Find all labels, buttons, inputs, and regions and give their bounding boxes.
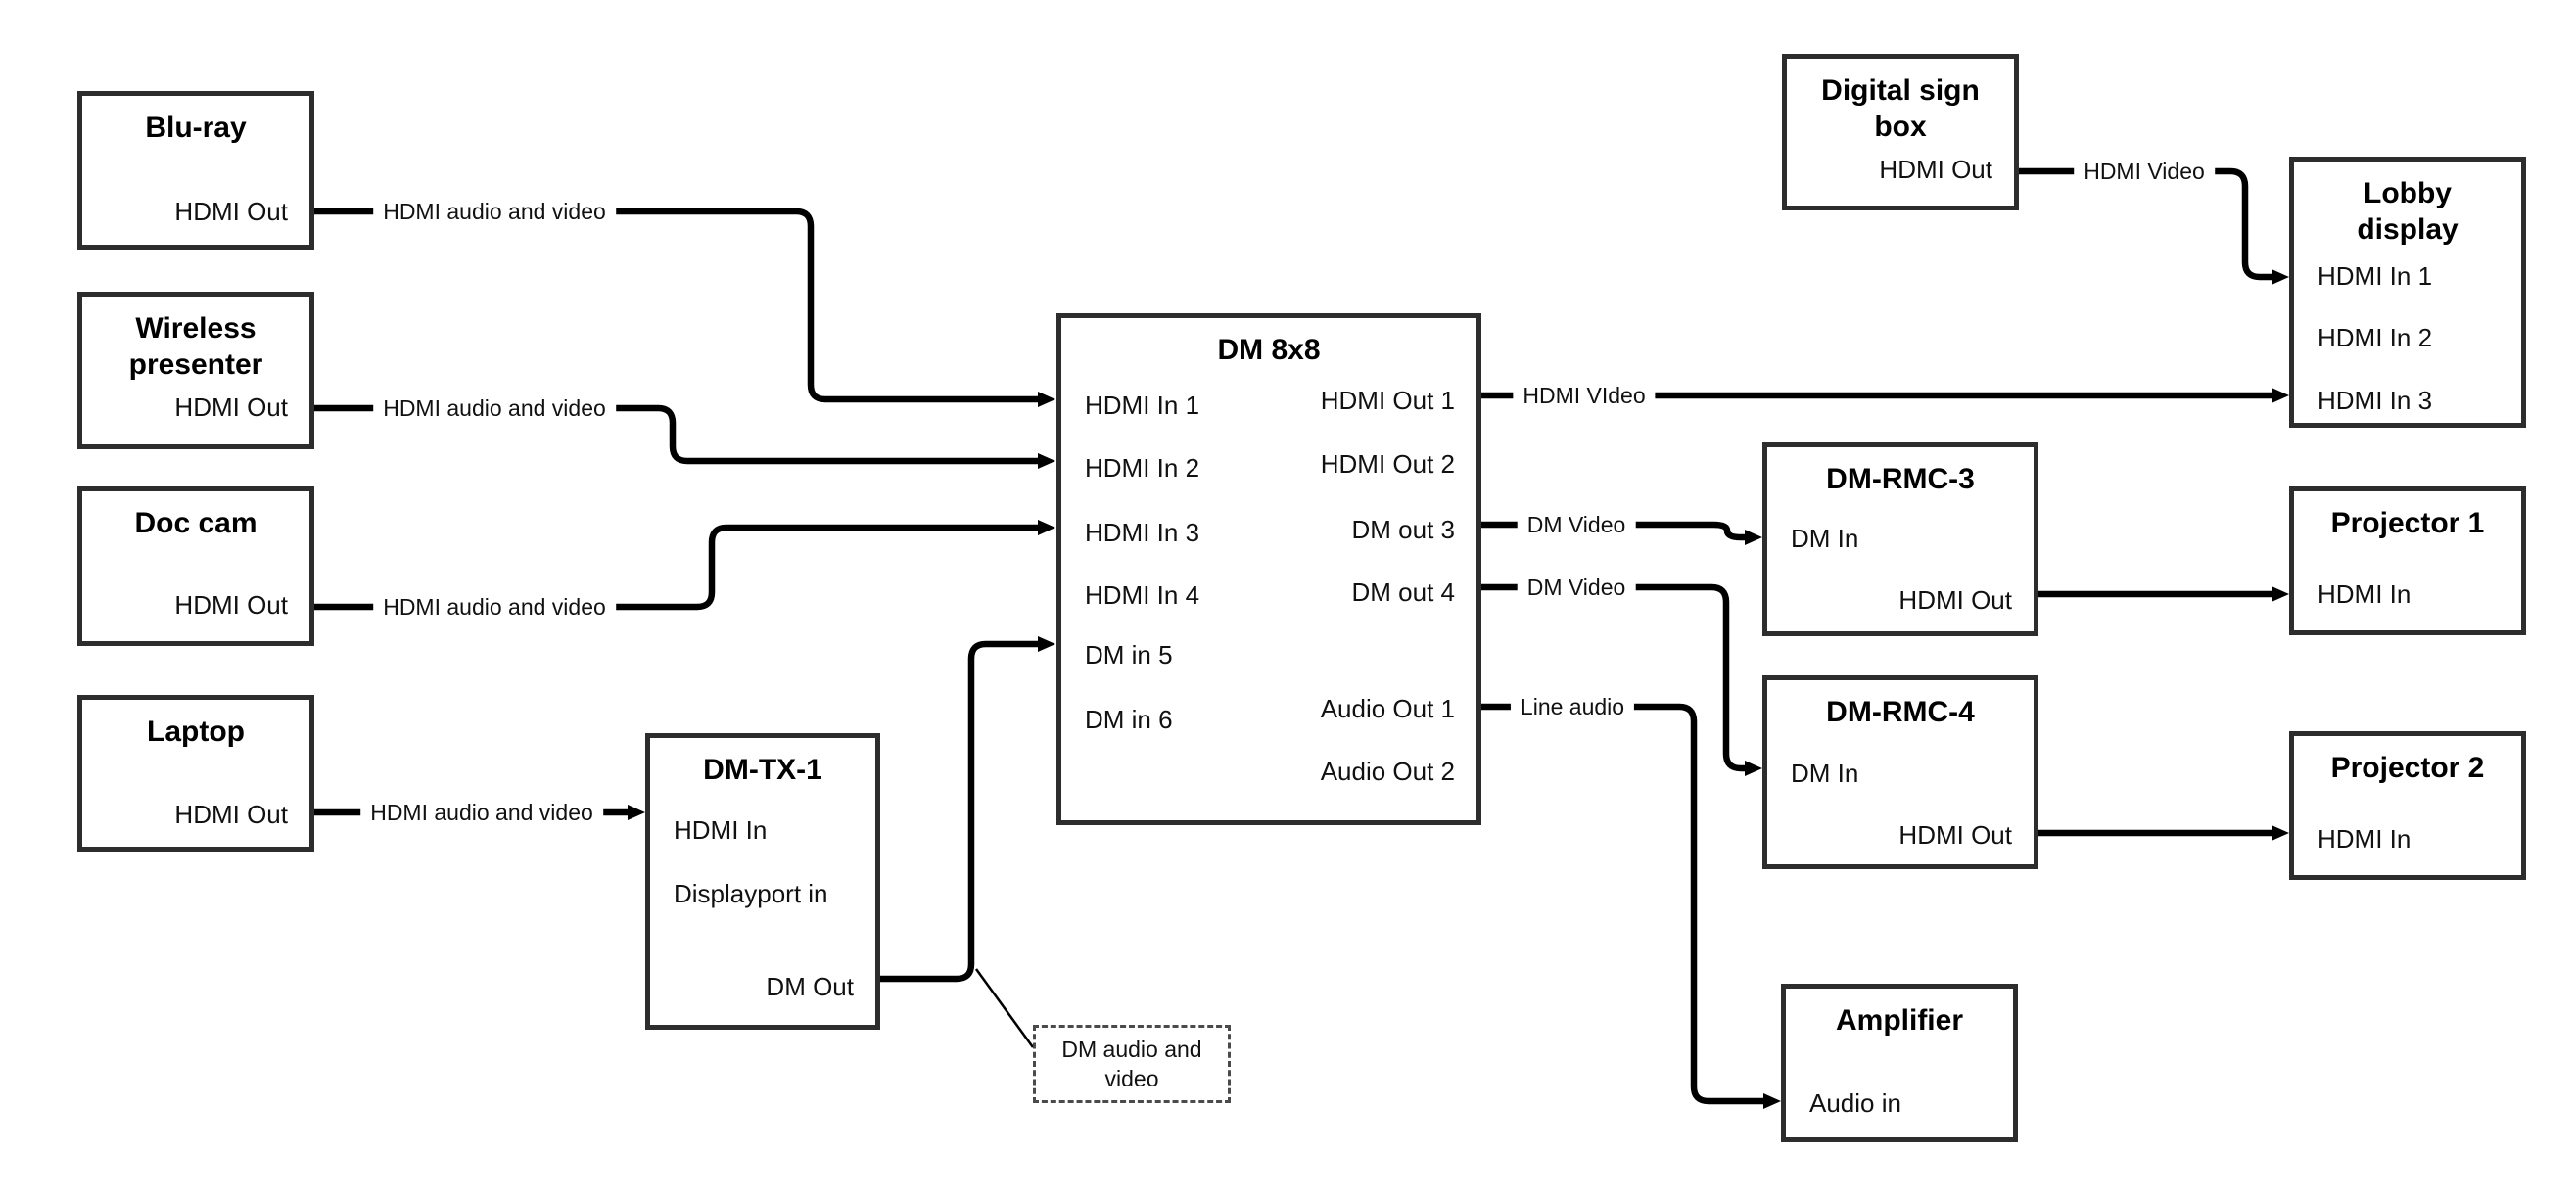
device-box-projector-2: Projector 2 HDMI In bbox=[2289, 731, 2526, 880]
connector-label-digital-sign-to-lobby-in1: HDMI Video bbox=[2074, 158, 2215, 185]
connector-label-blu-ray-to-dm8x8-in1: HDMI audio and video bbox=[373, 198, 616, 225]
port-doc-cam-hdmi-out: HDMI Out bbox=[174, 590, 288, 620]
port-dm-tx-1-dm-out: DM Out bbox=[766, 972, 854, 1001]
connector-label-dm8x8-out3-to-dmrmc3: DM Video bbox=[1517, 511, 1636, 538]
device-box-projector-1: Projector 1 HDMI In bbox=[2289, 486, 2526, 635]
port-lobby-display-hdmi-in-2: HDMI In 2 bbox=[2318, 323, 2433, 352]
port-dm-8x8-dm-in-5: DM in 5 bbox=[1085, 640, 1173, 670]
connector-blu-ray-to-dm8x8-in1 bbox=[314, 208, 1055, 407]
port-lobby-display-hdmi-in-1: HDMI In 1 bbox=[2318, 261, 2433, 291]
port-dm-8x8-dm-out-3: DM out 3 bbox=[1351, 515, 1456, 544]
connector-label-laptop-to-dmtx1: HDMI audio and video bbox=[360, 799, 603, 826]
connector-wireless-to-dm8x8-in2 bbox=[314, 404, 1055, 469]
connector-label-wireless-to-dm8x8-in2: HDMI audio and video bbox=[373, 394, 616, 422]
connector-label-dm8x8-out1-to-lobby-in3: HDMI VIdeo bbox=[1513, 382, 1656, 409]
port-blu-ray-hdmi-out: HDMI Out bbox=[174, 197, 288, 226]
port-dm-tx-1-hdmi-in: HDMI In bbox=[674, 815, 768, 845]
device-box-dm-rmc-4: DM-RMC-4 DM In HDMI Out bbox=[1762, 675, 2038, 869]
device-title-dm-rmc-4: DM-RMC-4 bbox=[1826, 696, 1975, 728]
device-title-doc-cam: Doc cam bbox=[134, 507, 258, 539]
device-title-dm-tx-1: DM-TX-1 bbox=[703, 754, 822, 786]
port-dm-8x8-hdmi-out-1: HDMI Out 1 bbox=[1320, 386, 1455, 415]
device-title-projector-2: Projector 2 bbox=[2330, 752, 2485, 784]
port-dm-rmc-4-hdmi-out: HDMI Out bbox=[1898, 820, 2012, 850]
device-title-dm-8x8: DM 8x8 bbox=[1217, 334, 1321, 366]
device-box-dm-rmc-3: DM-RMC-3 DM In HDMI Out bbox=[1762, 442, 2038, 636]
port-dm-rmc-3-dm-in: DM In bbox=[1791, 524, 1859, 553]
device-title-dm-rmc-3: DM-RMC-3 bbox=[1826, 463, 1975, 495]
port-wireless-presenter-hdmi-out: HDMI Out bbox=[174, 393, 288, 422]
port-projector-2-hdmi-in: HDMI In bbox=[2318, 824, 2412, 854]
connector-note-callout bbox=[974, 968, 1035, 1048]
device-title-amplifier: Amplifier bbox=[1835, 1004, 1964, 1037]
device-title-blu-ray: Blu-ray bbox=[145, 112, 247, 144]
connector-label-doc-cam-to-dm8x8-in3: HDMI audio and video bbox=[373, 593, 616, 621]
connector-label-dm8x8-out4-to-dmrmc4: DM Video bbox=[1517, 574, 1636, 601]
port-amplifier-audio-in: Audio in bbox=[1809, 1088, 1901, 1118]
port-dm-8x8-hdmi-in-3: HDMI In 3 bbox=[1085, 518, 1200, 547]
port-dm-tx-1-displayport-in: Displayport in bbox=[674, 879, 828, 908]
port-lobby-display-hdmi-in-3: HDMI In 3 bbox=[2318, 386, 2433, 415]
connector-doc-cam-to-dm8x8-in3 bbox=[314, 520, 1055, 611]
connector-dm8x8-out4-to-dmrmc4 bbox=[1481, 583, 1762, 776]
port-dm-8x8-dm-in-6: DM in 6 bbox=[1085, 705, 1173, 734]
port-dm-8x8-audio-out-2: Audio Out 2 bbox=[1320, 757, 1455, 786]
port-projector-1-hdmi-in: HDMI In bbox=[2318, 579, 2412, 609]
port-dm-8x8-dm-out-4: DM out 4 bbox=[1351, 577, 1456, 607]
port-dm-8x8-hdmi-in-4: HDMI In 4 bbox=[1085, 580, 1200, 610]
connector-dm8x8-out3-to-dmrmc3 bbox=[1481, 521, 1762, 545]
device-title-laptop: Laptop bbox=[147, 716, 245, 748]
port-laptop-hdmi-out: HDMI Out bbox=[174, 800, 288, 829]
port-dm-8x8-hdmi-out-2: HDMI Out 2 bbox=[1320, 449, 1455, 479]
port-dm-rmc-4-dm-in: DM In bbox=[1791, 759, 1859, 788]
port-dm-8x8-hdmi-in-2: HDMI In 2 bbox=[1085, 453, 1200, 483]
device-title-projector-1: Projector 1 bbox=[2330, 507, 2485, 539]
connector-label-dm8x8-audio1-to-amplifier: Line audio bbox=[1510, 693, 1635, 720]
port-dm-rmc-3-hdmi-out: HDMI Out bbox=[1898, 585, 2012, 615]
port-dm-8x8-hdmi-in-1: HDMI In 1 bbox=[1085, 391, 1200, 420]
connector-dm8x8-audio1-to-amplifier bbox=[1481, 703, 1781, 1109]
connector-dmtx1-to-dm8x8-in5 bbox=[880, 636, 1055, 983]
connector-digital-sign-to-lobby-in1 bbox=[2019, 167, 2289, 285]
port-dm-8x8-audio-out-1: Audio Out 1 bbox=[1320, 694, 1455, 723]
port-digital-sign-box-hdmi-out: HDMI Out bbox=[1879, 155, 1992, 184]
